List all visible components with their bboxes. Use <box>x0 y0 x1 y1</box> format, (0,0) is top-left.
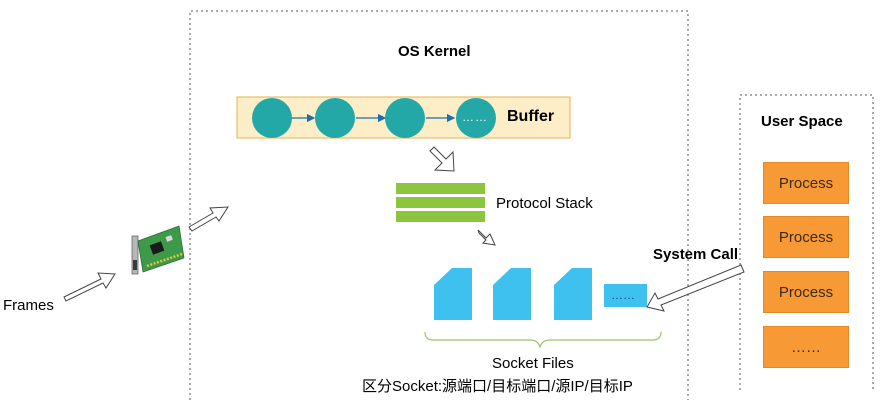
socket-file-more <box>604 284 647 307</box>
protocol-stack-layer <box>396 183 485 194</box>
stack-to-socket-arrow <box>477 229 496 246</box>
process-box: Process <box>763 271 849 313</box>
socket-file <box>493 268 531 320</box>
socket-more-ellipsis: …… <box>611 288 635 302</box>
socket-files-brace <box>424 331 662 350</box>
buffer-node <box>252 98 292 138</box>
process-box-more: …… <box>763 326 849 368</box>
system-call-label: System Call <box>653 246 739 263</box>
protocol-stack-layer <box>396 211 485 222</box>
buffer-node <box>315 98 355 138</box>
socket-distinguish-label: 区分Socket:源端口/目标端口/源IP/目标IP <box>362 378 633 395</box>
buffer-label: Buffer <box>507 108 555 125</box>
user-space-title: User Space <box>761 113 843 130</box>
protocol-stack-layer <box>396 197 485 208</box>
buffer-node <box>385 98 425 138</box>
socket-files-label: Socket Files <box>492 355 574 372</box>
network-card-icon <box>131 225 185 275</box>
os-kernel-region <box>189 10 689 400</box>
system-call-arrow <box>646 264 745 312</box>
buffer-ellipsis: …… <box>462 110 488 124</box>
socket-file <box>434 268 472 320</box>
process-box: Process <box>763 162 849 204</box>
frames-label: Frames <box>3 297 54 314</box>
buffer-to-stack-arrow <box>429 146 455 172</box>
protocol-stack-label: Protocol Stack <box>496 195 593 212</box>
nic-to-kernel-arrow <box>188 206 229 232</box>
os-kernel-title: OS Kernel <box>398 43 471 60</box>
socket-file <box>554 268 592 320</box>
buffer-node <box>456 98 496 138</box>
frames-to-nic-arrow <box>63 272 116 302</box>
user-space-region <box>739 94 874 390</box>
process-box: Process <box>763 216 849 258</box>
